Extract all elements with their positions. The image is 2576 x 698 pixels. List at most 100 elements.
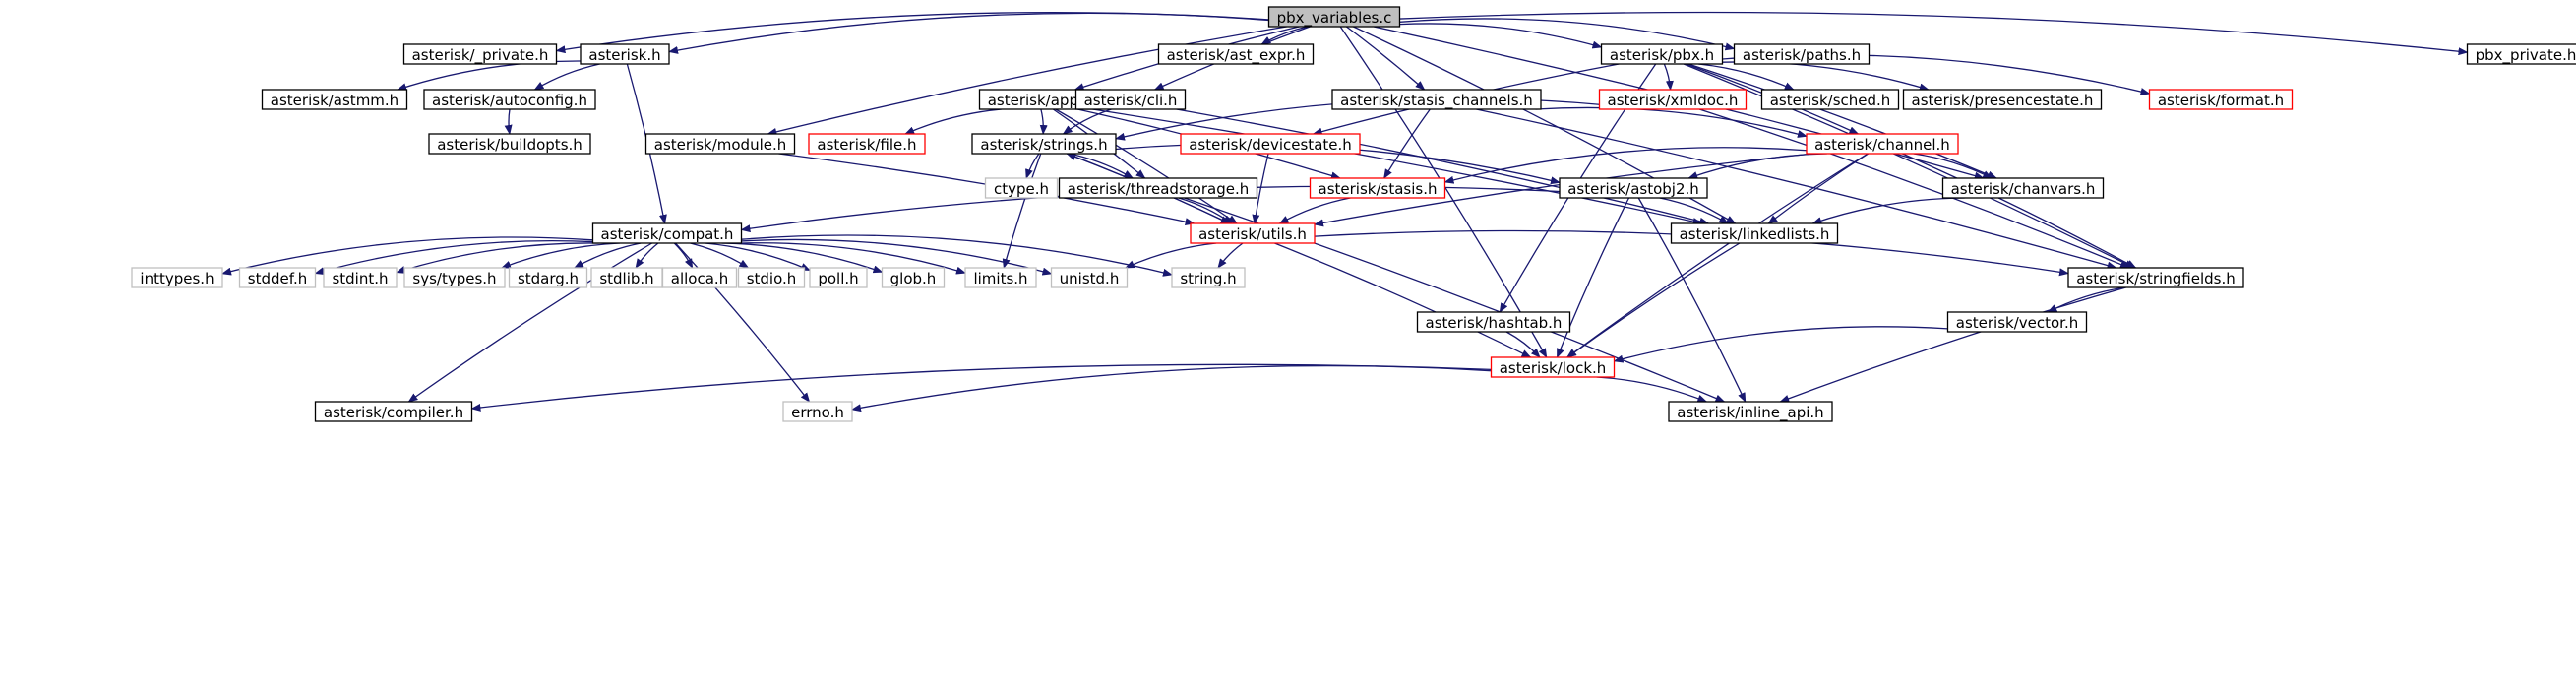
graph-node-format[interactable]: asterisk/format.h bbox=[2148, 89, 2294, 110]
node-label: asterisk/file.h bbox=[817, 136, 916, 154]
graph-node-buildopts[interactable]: asterisk/buildopts.h bbox=[428, 133, 591, 155]
graph-node-stdlib[interactable]: stdlib.h bbox=[590, 267, 663, 288]
node-box bbox=[1668, 401, 1833, 422]
node-label: stdio.h bbox=[747, 270, 797, 287]
edge-threadstorage-to-utils bbox=[1178, 197, 1233, 224]
graph-node-inttypes[interactable]: inttypes.h bbox=[131, 267, 223, 288]
graph-node-cli-h[interactable]: asterisk/cli.h bbox=[1074, 89, 1187, 110]
graph-node-asterisk-h[interactable]: asterisk.h bbox=[580, 43, 670, 65]
graph-node-linkedlists[interactable]: asterisk/linkedlists.h bbox=[1670, 222, 1839, 244]
node-label: stdint.h bbox=[332, 270, 388, 287]
graph-node-unistd[interactable]: unistd.h bbox=[1050, 267, 1129, 288]
edge-pbx-variables-to-asterisk-h bbox=[668, 12, 1269, 54]
graph-node-utils[interactable]: asterisk/utils.h bbox=[1190, 222, 1316, 244]
graph-node-app-h[interactable]: asterisk/app.h bbox=[978, 89, 1102, 110]
edge-app-h-to-file bbox=[904, 108, 1002, 135]
node-label: asterisk/compiler.h bbox=[324, 404, 463, 421]
node-box bbox=[737, 267, 806, 288]
edge-pbx-variables-to-module bbox=[767, 26, 1287, 136]
graph-node-systypes[interactable]: sys/types.h bbox=[403, 267, 506, 288]
edge-chanvars-to-linkedlists bbox=[1811, 197, 1965, 224]
edge-pbx-h-to-sched bbox=[1698, 63, 1795, 91]
node-label: stddef.h bbox=[248, 270, 307, 287]
graph-node-file[interactable]: asterisk/file.h bbox=[808, 133, 926, 155]
graph-node-chanvars[interactable]: asterisk/chanvars.h bbox=[1941, 177, 2105, 199]
graph-node-alloca[interactable]: alloca.h bbox=[661, 267, 738, 288]
graph-node-stasis[interactable]: asterisk/stasis.h bbox=[1309, 177, 1446, 199]
graph-node-channel[interactable]: asterisk/channel.h bbox=[1806, 133, 1959, 155]
graph-node-sched[interactable]: asterisk/sched.h bbox=[1760, 89, 1900, 110]
graph-node-hashtab[interactable]: asterisk/hashtab.h bbox=[1416, 311, 1571, 333]
graph-node-glob[interactable]: glob.h bbox=[881, 267, 946, 288]
node-box bbox=[131, 267, 223, 288]
graph-node-astobj2[interactable]: asterisk/astobj2.h bbox=[1559, 177, 1708, 199]
node-label: asterisk/sched.h bbox=[1770, 92, 1891, 109]
node-box bbox=[1760, 89, 1900, 110]
graph-node-pbx-private[interactable]: pbx_private.h bbox=[2466, 43, 2576, 65]
edge-lock-to-inline-api bbox=[1596, 376, 1708, 403]
node-label: asterisk/presencestate.h bbox=[1912, 92, 2094, 109]
graph-node-stdint[interactable]: stdint.h bbox=[323, 267, 398, 288]
node-label: asterisk/astobj2.h bbox=[1567, 180, 1699, 198]
edge-compat-to-string bbox=[741, 234, 1173, 277]
graph-node-inline-api[interactable]: asterisk/inline_api.h bbox=[1668, 401, 1833, 422]
graph-node-devicestate[interactable]: asterisk/devicestate.h bbox=[1180, 133, 1361, 155]
node-box bbox=[402, 43, 558, 65]
node-label: asterisk/ast_expr.h bbox=[1167, 46, 1306, 65]
edge-vector-to-lock bbox=[1613, 326, 1948, 363]
node-box bbox=[314, 401, 473, 422]
node-label: asterisk/stasis_channels.h bbox=[1340, 92, 1533, 110]
graph-node-ctype[interactable]: ctype.h bbox=[984, 177, 1059, 199]
graph-node-errno[interactable]: errno.h bbox=[782, 401, 853, 422]
edge-app-h-to-strings bbox=[1039, 108, 1048, 135]
graph-node-paths[interactable]: asterisk/paths.h bbox=[1733, 43, 1871, 65]
graph-node-ast-expr[interactable]: asterisk/ast_expr.h bbox=[1157, 43, 1315, 65]
graph-node-limits[interactable]: limits.h bbox=[964, 267, 1037, 288]
node-label: poll.h bbox=[818, 270, 858, 287]
node-label: asterisk/linkedlists.h bbox=[1680, 225, 1830, 243]
graph-node-stddef[interactable]: stddef.h bbox=[238, 267, 317, 288]
graph-node-lock[interactable]: asterisk/lock.h bbox=[1490, 356, 1616, 378]
graph-node-stdarg[interactable]: stdarg.h bbox=[508, 267, 588, 288]
graph-node-threadstorage[interactable]: asterisk/threadstorage.h bbox=[1058, 177, 1258, 199]
edge-cli-h-to-linkedlists bbox=[1176, 108, 1710, 225]
graph-node-string[interactable]: string.h bbox=[1171, 267, 1246, 288]
graph-node-pbx-h[interactable]: asterisk/pbx.h bbox=[1600, 43, 1724, 65]
graph-node-asterisk-private[interactable]: asterisk/_private.h bbox=[402, 43, 558, 65]
edge-stasis-to-utils bbox=[1278, 197, 1351, 224]
node-label: asterisk/paths.h bbox=[1743, 46, 1861, 64]
edge-asterisk-h-to-astmm bbox=[397, 60, 582, 92]
edge-stringfields-to-inline-api bbox=[1779, 286, 2126, 403]
edge-compat-to-errno bbox=[674, 242, 811, 403]
graph-node-autoconfig[interactable]: asterisk/autoconfig.h bbox=[423, 89, 596, 110]
graph-node-stringfields[interactable]: asterisk/stringfields.h bbox=[2067, 267, 2244, 288]
graph-node-compiler[interactable]: asterisk/compiler.h bbox=[314, 401, 473, 422]
graph-node-stdio[interactable]: stdio.h bbox=[737, 267, 806, 288]
node-label: asterisk/hashtab.h bbox=[1426, 314, 1563, 332]
graph-node-stasis-channels[interactable]: asterisk/stasis_channels.h bbox=[1331, 89, 1542, 110]
node-label: asterisk/utils.h bbox=[1198, 225, 1307, 243]
graph-node-vector[interactable]: asterisk/vector.h bbox=[1946, 311, 2088, 333]
edge-compat-to-stdint bbox=[396, 242, 599, 274]
node-label: asterisk/astmm.h bbox=[271, 92, 399, 109]
node-box bbox=[971, 133, 1117, 155]
edge-autoconfig-to-buildopts bbox=[504, 108, 513, 135]
graph-node-pbx-variables: pbx_variables.c bbox=[1267, 6, 1401, 28]
graph-node-xmldoc[interactable]: asterisk/xmldoc.h bbox=[1598, 89, 1748, 110]
graph-node-module[interactable]: asterisk/module.h bbox=[644, 133, 796, 155]
graph-node-poll[interactable]: poll.h bbox=[809, 267, 868, 288]
graph-node-strings[interactable]: asterisk/strings.h bbox=[971, 133, 1117, 155]
edge-strings-to-ctype bbox=[1025, 153, 1040, 179]
graph-node-astmm[interactable]: asterisk/astmm.h bbox=[261, 89, 408, 110]
graph-node-compat[interactable]: asterisk/compat.h bbox=[591, 222, 743, 244]
edge-utils-to-string bbox=[1217, 242, 1244, 269]
node-box bbox=[661, 267, 738, 288]
edge-lock-to-compiler bbox=[470, 363, 1492, 412]
graph-node-presencestate[interactable]: asterisk/presencestate.h bbox=[1902, 89, 2103, 110]
edge-stasis-channels-to-stringfields bbox=[1476, 108, 2117, 270]
node-box bbox=[1598, 89, 1748, 110]
node-box bbox=[1902, 89, 2103, 110]
node-box bbox=[403, 267, 506, 288]
